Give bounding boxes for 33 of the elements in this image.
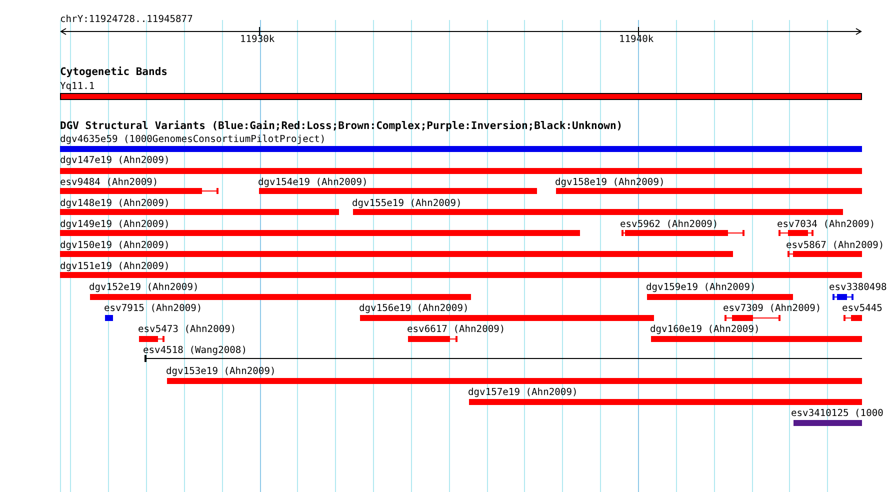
variant-label: esv5445 bbox=[842, 303, 882, 314]
variant-label: dgv150e19 (Ahn2009) bbox=[60, 240, 170, 251]
variant-label: esv5473 (Ahn2009) bbox=[138, 324, 236, 335]
track-title: DGV Structural Variants (Blue:Gain;Red:Loss;Brown:Complex;Purple:Inversion;Black:Unknown) bbox=[60, 121, 623, 132]
variant-label: dgv147e19 (Ahn2009) bbox=[60, 155, 170, 166]
variant-label: esv3410125 (1000 bbox=[791, 408, 884, 419]
variant-label: esv4518 (Wang2008) bbox=[143, 345, 247, 356]
variant-label: dgv149e19 (Ahn2009) bbox=[60, 219, 170, 230]
variant-label: dgv158e19 (Ahn2009) bbox=[555, 177, 665, 188]
variant-label: dgv148e19 (Ahn2009) bbox=[60, 198, 170, 209]
variant-label: dgv154e19 (Ahn2009) bbox=[258, 177, 368, 188]
variant-label: dgv151e19 (Ahn2009) bbox=[60, 261, 170, 272]
tick-label: 11940k bbox=[619, 34, 654, 45]
track-title: Cytogenetic Bands bbox=[60, 67, 168, 78]
variant-label: dgv152e19 (Ahn2009) bbox=[89, 282, 199, 293]
variant-label: esv7309 (Ahn2009) bbox=[723, 303, 822, 314]
variant-label: dgv153e19 (Ahn2009) bbox=[166, 366, 276, 377]
variant-label: dgv155e19 (Ahn2009) bbox=[352, 198, 462, 209]
position-label: chrY:11924728..11945877 bbox=[60, 14, 193, 25]
variant-label: esv3380498 bbox=[829, 282, 887, 293]
variant-label: esv7915 (Ahn2009) bbox=[104, 303, 202, 314]
variant-label: dgv159e19 (Ahn2009) bbox=[646, 282, 756, 293]
variant-label: dgv157e19 (Ahn2009) bbox=[468, 387, 578, 398]
variant-label: dgv160e19 (Ahn2009) bbox=[650, 324, 760, 335]
variant-label: esv5962 (Ahn2009) bbox=[620, 219, 718, 230]
variant-label: esv7034 (Ahn2009) bbox=[777, 219, 876, 230]
band-label: Yq11.1 bbox=[60, 81, 95, 92]
variant-label: esv5867 (Ahn2009) bbox=[786, 240, 884, 251]
variant-label: dgv156e19 (Ahn2009) bbox=[359, 303, 469, 314]
variant-label: dgv4635e59 (1000GenomesConsortiumPilotProject) bbox=[60, 134, 326, 145]
variant-label: esv6617 (Ahn2009) bbox=[407, 324, 506, 335]
tick-label: 11930k bbox=[240, 34, 275, 45]
variant-label: esv9484 (Ahn2009) bbox=[60, 177, 158, 188]
